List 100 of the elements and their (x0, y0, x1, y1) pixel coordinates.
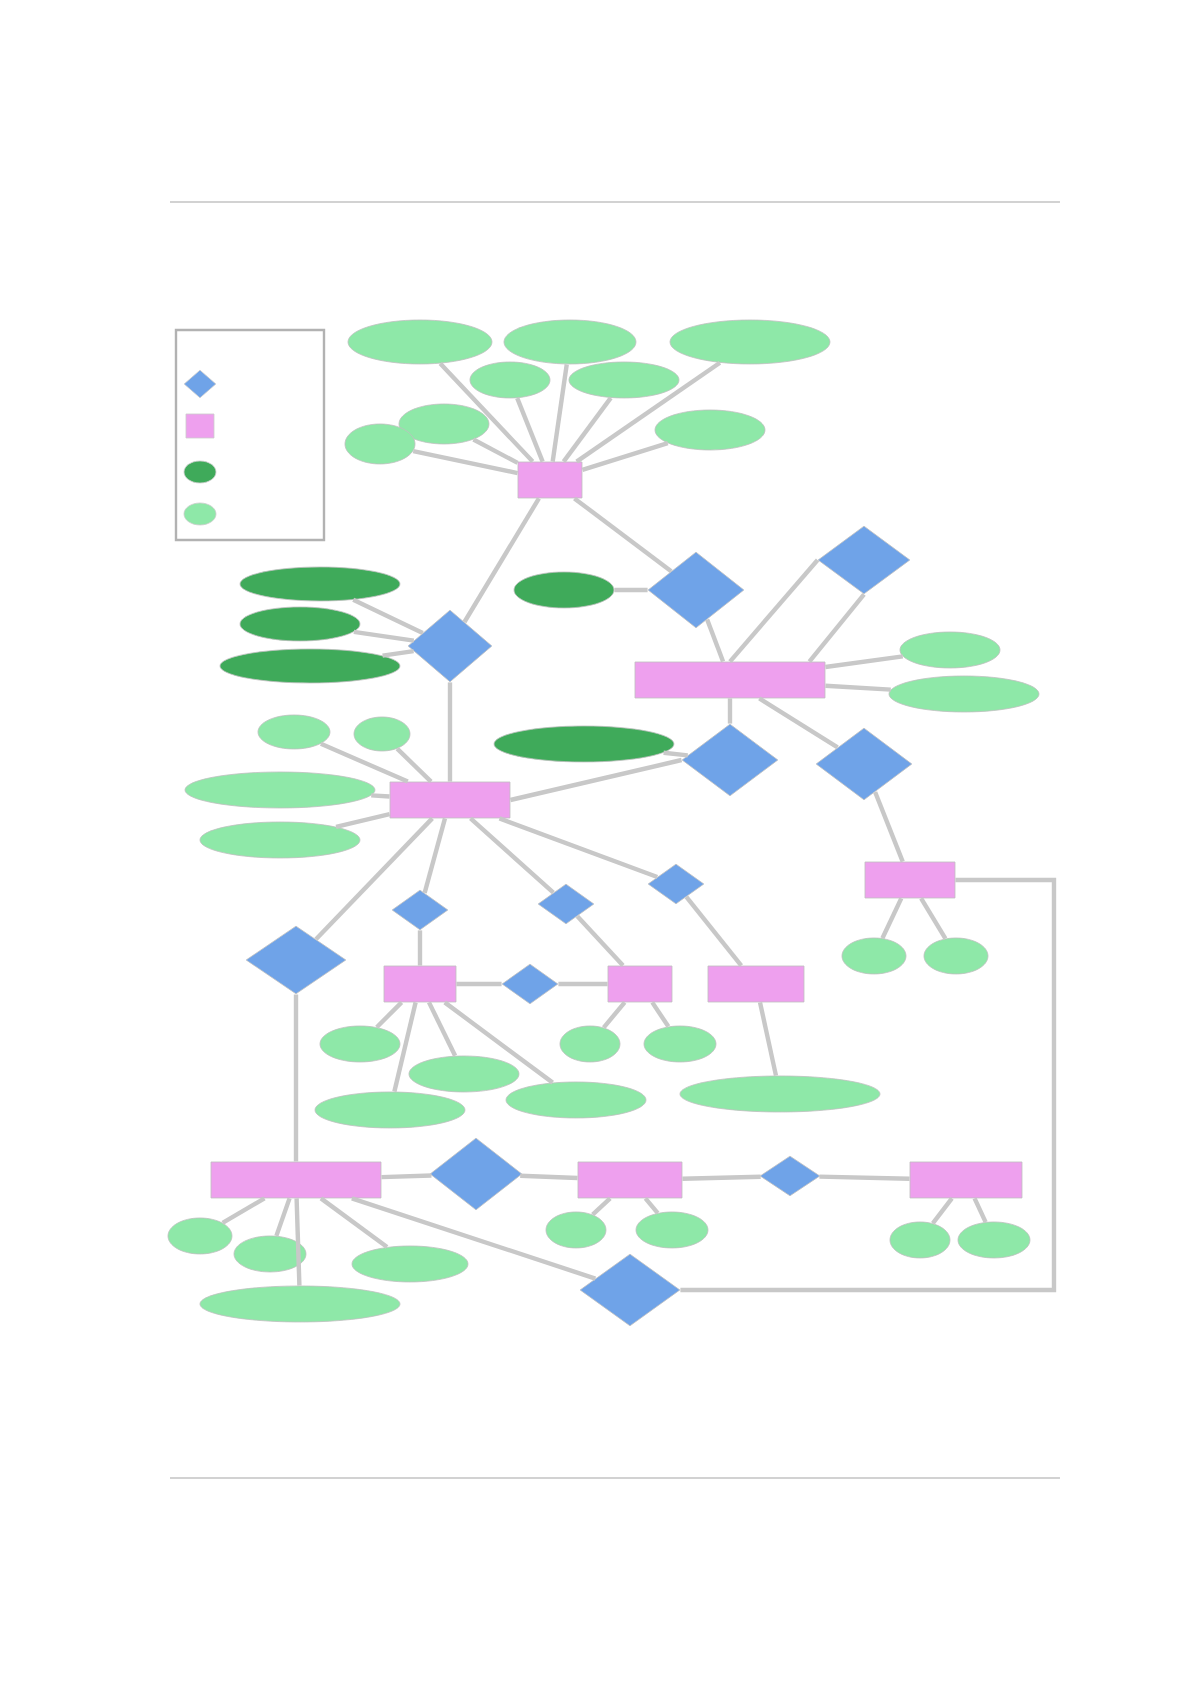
connector-line (931, 1197, 954, 1225)
attribute-ellipse (344, 423, 416, 465)
relationship-diamond (647, 551, 745, 629)
connector-line (509, 757, 683, 803)
connector-line (412, 448, 519, 476)
connector-line (422, 817, 448, 894)
connector-line (381, 1173, 432, 1180)
attribute-ellipse (239, 566, 401, 602)
connector-line (728, 558, 820, 664)
connector-line (382, 649, 414, 658)
connector-line (472, 437, 519, 465)
connector-line (602, 1000, 627, 1029)
connector-line (351, 1196, 597, 1281)
attribute-ellipse (841, 937, 907, 975)
attribute-ellipse (408, 1055, 520, 1093)
relationship-diamond (407, 609, 493, 683)
attribute-ellipse (239, 606, 361, 642)
attribute-ellipse (469, 361, 551, 399)
attribute-ellipse (219, 648, 401, 684)
attribute-ellipse (923, 937, 989, 975)
attribute-ellipse (889, 1221, 951, 1259)
connector-line (825, 683, 891, 692)
connector-line (558, 981, 608, 987)
connector-line (663, 750, 688, 758)
attribute-ellipse (167, 1217, 233, 1255)
connector-line (353, 629, 415, 643)
relationship-diamond (681, 723, 779, 797)
connector-line (684, 895, 743, 967)
connector-line (498, 816, 659, 880)
relationship-diamond (501, 963, 559, 1005)
entity-box (634, 661, 826, 699)
connector-line (650, 1001, 671, 1028)
connector-line (825, 654, 904, 670)
connector-line (680, 877, 1057, 1293)
connector-line (352, 597, 424, 635)
connector-line (919, 897, 948, 940)
connector-line (293, 994, 299, 1162)
connector-line (573, 496, 673, 574)
attribute-ellipse (513, 571, 615, 609)
connector-line (515, 397, 545, 463)
attribute-ellipse (635, 1211, 709, 1249)
connector-line (614, 587, 648, 593)
connector-line (427, 1001, 458, 1057)
connector-line (873, 791, 905, 863)
connector-line (561, 396, 613, 463)
relationship-diamond (759, 1155, 821, 1197)
connector-line (819, 1174, 910, 1181)
attribute-ellipse (493, 725, 675, 763)
attribute-ellipse (199, 1285, 401, 1323)
connector-line (550, 364, 569, 462)
attribute-ellipse (199, 821, 361, 859)
connector-line (807, 593, 866, 663)
entity-box (389, 781, 511, 819)
attribute-ellipse (679, 1075, 881, 1113)
attribute-ellipse (505, 1081, 647, 1119)
entity-box (577, 1161, 683, 1199)
entity-box (607, 965, 673, 1003)
entity-box (909, 1161, 1023, 1199)
connector-line (221, 1196, 266, 1225)
attribute-ellipse (257, 714, 331, 750)
connector-line (575, 360, 722, 464)
relationship-diamond (579, 1253, 681, 1327)
connector-line (705, 618, 726, 663)
connector-line (294, 1198, 302, 1286)
connector-line (447, 682, 453, 782)
attribute-ellipse (353, 716, 411, 752)
connector-line (591, 1196, 612, 1217)
relationship-diamond (647, 863, 705, 905)
attribute-ellipse (233, 1235, 307, 1273)
connector-line (758, 696, 839, 750)
connector-line (880, 897, 904, 940)
attribute-ellipse (351, 1245, 469, 1283)
connector-line (375, 1000, 404, 1029)
entity-box (864, 861, 956, 899)
attribute-ellipse (899, 631, 1001, 669)
attribute-ellipse (669, 319, 831, 365)
connector-line (757, 1001, 779, 1077)
attribute-ellipse (568, 361, 680, 399)
connector-line (335, 812, 391, 829)
attribute-ellipse (503, 319, 637, 365)
attribute-ellipse (654, 409, 766, 451)
attribute-ellipse (319, 1025, 401, 1063)
connector-line (314, 816, 434, 941)
connector-line (469, 816, 555, 895)
connector-line (575, 914, 625, 968)
connector-line (462, 497, 541, 624)
connector-line (443, 1000, 554, 1085)
connector-line (643, 1196, 660, 1215)
connector-line (392, 1001, 418, 1093)
connector-line (319, 1196, 389, 1249)
connector-line (727, 698, 733, 724)
entity-box (517, 461, 583, 499)
attribute-ellipse (545, 1211, 607, 1249)
attribute-ellipse (559, 1025, 621, 1063)
connector-line (972, 1197, 988, 1223)
relationship-diamond (245, 925, 347, 995)
entity-box (707, 965, 805, 1003)
relationship-diamond (817, 525, 911, 595)
attribute-ellipse (888, 675, 1040, 713)
connector-line (320, 741, 409, 784)
